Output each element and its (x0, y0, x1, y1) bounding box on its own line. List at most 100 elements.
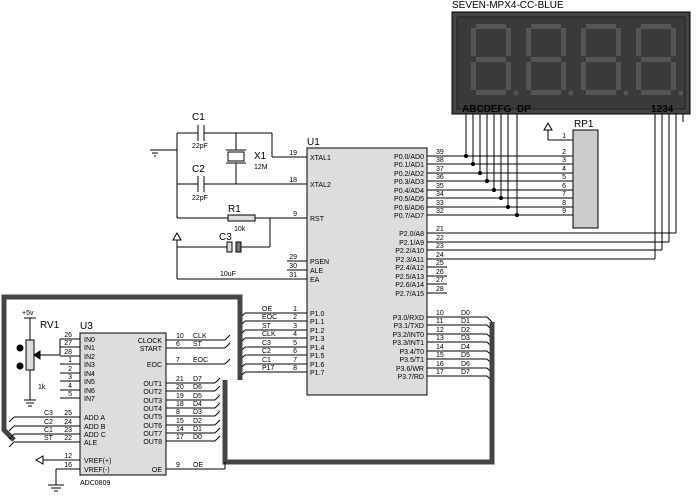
display-title: SEVEN-MPX4-CC-BLUE (452, 0, 564, 11)
u3-pin-name: OUT3 (143, 398, 162, 405)
u1-pin-num: 16 (436, 361, 444, 368)
display-segment (531, 24, 561, 29)
display-segment (506, 62, 511, 90)
u1-pin-num: 2 (293, 314, 297, 321)
u3-label: U3 (80, 321, 93, 332)
u1-pin-name: P2.5/A13 (395, 274, 424, 281)
net-label: C1 (262, 357, 271, 364)
net-label: P17 (262, 365, 275, 372)
u1-pin-name: ALE (310, 268, 324, 275)
u1-pin-name: XTAL1 (310, 155, 331, 162)
display-segment (636, 28, 641, 56)
u1-pin-num: 21 (436, 226, 444, 233)
c2-value: 22pF (192, 195, 208, 202)
display-segment (476, 57, 506, 62)
u1-pin-num: 7 (293, 357, 297, 364)
net-label: C1 (44, 427, 53, 434)
u1-pin-num: 22 (436, 235, 444, 242)
net-label: D7 (193, 376, 202, 383)
u3-pin-num: 17 (176, 434, 184, 441)
u3-pin-num: 7 (176, 357, 180, 364)
u1-pin-num: 38 (436, 157, 444, 164)
u1-pin-name: RST (310, 216, 325, 223)
resistor-pack-rp1 (543, 121, 599, 229)
display-segment (641, 57, 671, 62)
u3-pin-num: 26 (64, 332, 72, 339)
u3-pin-num: 16 (64, 462, 72, 469)
u3-pin-num: 28 (64, 349, 72, 356)
u3-pin-name: OUT1 (143, 381, 162, 388)
u3-pin-num: 25 (64, 410, 72, 417)
u3-pin-name: OUT4 (143, 406, 162, 413)
u3-pin-num: 5 (68, 391, 72, 398)
c1-label: C1 (192, 112, 205, 123)
display-segment (531, 90, 561, 95)
u1-pin-num: 12 (436, 327, 444, 334)
u3-pin-name: IN1 (84, 345, 95, 352)
u1-pin-num: 24 (436, 252, 444, 259)
rp1-pin-num: 6 (562, 183, 566, 190)
rp1-pin-num: 8 (562, 200, 566, 207)
net-label: EOC (262, 314, 277, 321)
net-label: ST (44, 435, 54, 442)
u3-pin-name: IN3 (84, 362, 95, 369)
u1-pin-name: P1.0 (310, 311, 325, 318)
u1-pin-num: 29 (289, 254, 297, 261)
mcu-u1 (306, 147, 428, 396)
u3-pin-num: 10 (176, 333, 184, 340)
rp1-pin-num: 4 (562, 166, 566, 173)
rv1-value: 1k (38, 384, 46, 391)
u1-pin-name: P3.5/T1 (399, 357, 424, 364)
net-label: D5 (193, 393, 202, 400)
net-label: C2 (262, 348, 271, 355)
u3-pin-name: OUT5 (143, 414, 162, 421)
u3-pin-name: IN2 (84, 354, 95, 361)
u3-pin-num: 9 (176, 462, 180, 469)
u1-pin-num: 31 (289, 272, 297, 279)
net-label: D4 (461, 344, 470, 351)
u1-pin-num: 13 (436, 335, 444, 342)
u3-pin-num: 2 (68, 366, 72, 373)
u1-pin-name: XTAL2 (310, 182, 331, 189)
u1-label: U1 (307, 137, 320, 148)
net-label: EOC (193, 357, 208, 364)
u1-pin-name: P0.1/AD1 (394, 162, 424, 169)
display-segment (561, 28, 566, 56)
u1-pin-name: P3.2/INT0 (392, 332, 424, 339)
c3-value: 10uF (220, 271, 236, 278)
display-segment (471, 62, 476, 90)
u1-pin-name: P1.6 (310, 362, 325, 369)
u3-pin-name: EOC (147, 362, 162, 369)
u1-pin-name: PSEN (310, 259, 329, 266)
rp1-pin-num: 5 (562, 174, 566, 181)
u3-pin-name: ALE (84, 440, 98, 447)
net-label: D7 (461, 369, 470, 376)
net-label: D3 (193, 409, 202, 416)
r1-value: 10k (234, 226, 246, 233)
u1-pin-name: P2.1/A9 (399, 240, 424, 247)
display-segment (471, 28, 476, 56)
rp1-label: RP1 (574, 119, 594, 130)
u1-pin-num: 3 (293, 323, 297, 330)
seven-segment-display (451, 11, 691, 115)
u3-pin-name: OE (152, 467, 162, 474)
display-segment (586, 57, 616, 62)
net-label: D6 (461, 361, 470, 368)
u1-pin-name: P1.7 (310, 370, 325, 377)
labels: SEVEN-MPX4-CC-BLUE ABCDEFG DP 1234 RP1 U… (22, 0, 674, 487)
u3-pin-num: 3 (68, 374, 72, 381)
u1-pin-name: P3.0/RXD (393, 315, 424, 322)
u3-pin-name: VREF(-) (84, 467, 110, 474)
u1-p0-bus (427, 153, 573, 218)
c3-label: C3 (219, 232, 232, 243)
u1-pin-name: P0.6/AD6 (394, 205, 424, 212)
u3-pin-num: 6 (176, 341, 180, 348)
r1-label: R1 (228, 204, 241, 215)
net-label: D2 (193, 418, 202, 425)
u3-pin-name: ADD B (84, 424, 106, 431)
u3-pin-num: 8 (176, 409, 180, 416)
u1-pin-name: P0.0/AD0 (394, 154, 424, 161)
u1-pin-name: P3.6/WR (396, 366, 424, 373)
display-segment (526, 62, 531, 90)
